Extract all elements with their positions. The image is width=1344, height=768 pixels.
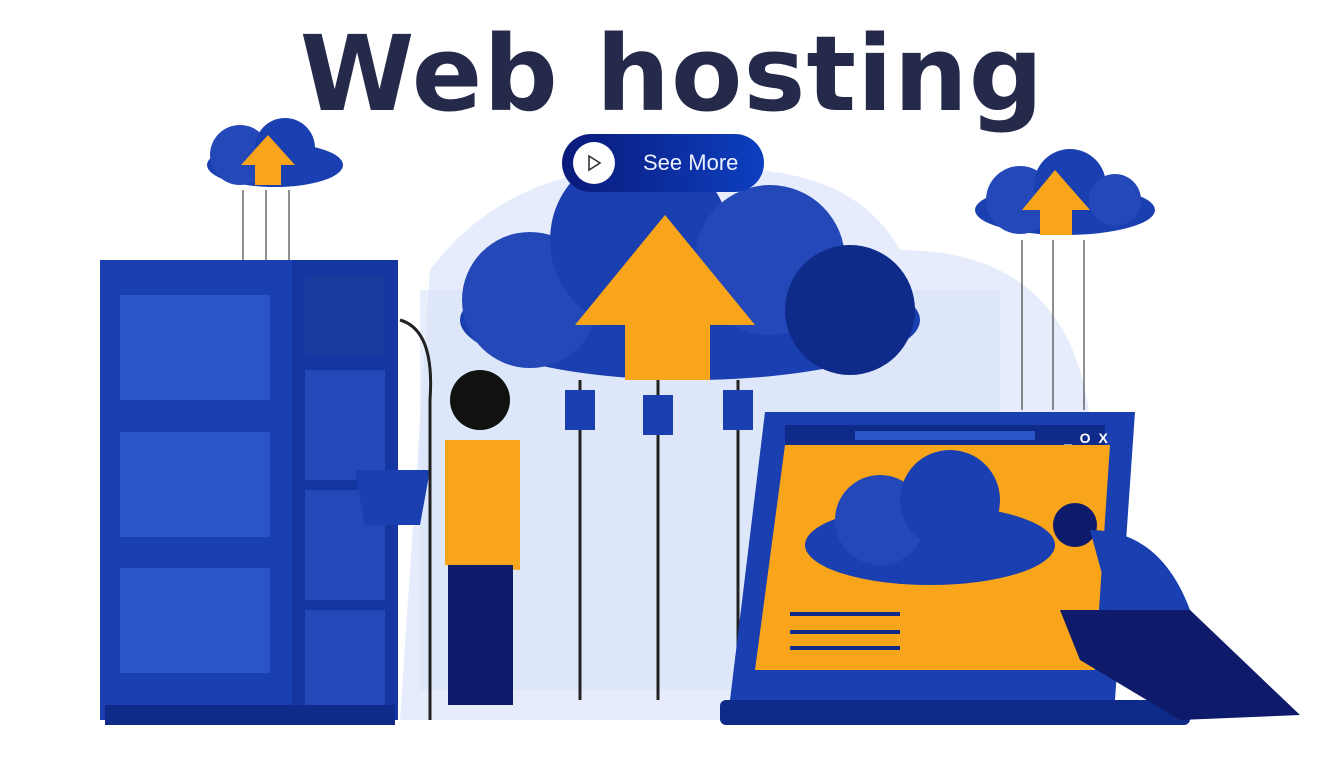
cloud-upload-icon-main xyxy=(460,150,920,700)
play-icon xyxy=(573,142,615,184)
person-with-laptop-icon xyxy=(355,370,520,705)
page-title: Web hosting xyxy=(299,13,1045,135)
kneeling-person-icon xyxy=(1053,503,1300,720)
see-more-label: See More xyxy=(643,150,739,175)
cable xyxy=(399,318,433,720)
server-rack-icon xyxy=(100,260,398,725)
window-controls: _ O X xyxy=(1064,430,1110,446)
see-more-button[interactable]: See More xyxy=(562,134,764,192)
cloud-upload-icon-left xyxy=(207,118,343,260)
laptop-icon xyxy=(720,412,1190,725)
cloud-upload-icon-right xyxy=(975,149,1155,410)
